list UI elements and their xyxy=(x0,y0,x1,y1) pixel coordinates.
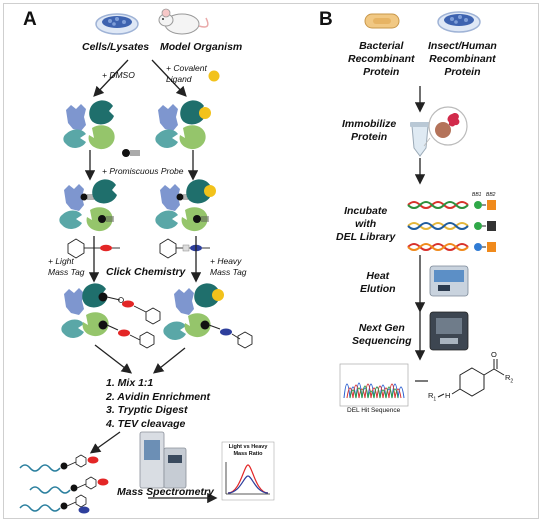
arrow xyxy=(94,344,133,374)
ratio-plot-title: Light vs Heavy Mass Ratio xyxy=(228,444,268,457)
oxygen-label: O xyxy=(491,350,497,359)
step-1: 1. Mix 1:1 xyxy=(106,377,154,389)
bb2-label: BB2 xyxy=(486,192,496,198)
ratio-plot xyxy=(221,441,275,501)
agar-plate-icon xyxy=(364,13,400,29)
protein-cluster-dmso xyxy=(63,100,115,150)
probe-icon xyxy=(122,149,140,157)
chromatogram xyxy=(339,363,409,407)
incubate-label: Incubate with DEL Library xyxy=(336,205,396,243)
heat-block-icon xyxy=(429,265,469,297)
r1-label: R1 xyxy=(428,391,437,403)
petri-dish-icon-b xyxy=(437,11,481,33)
mouse-icon xyxy=(158,8,209,35)
hit-structure xyxy=(437,359,505,398)
arrow xyxy=(89,431,121,454)
step-3: 3. Tryptic Digest xyxy=(106,404,188,416)
figure-frame xyxy=(3,3,539,519)
workup-steps: 1. Mix 1:1 2. Avidin Enrichment 3. Trypt… xyxy=(106,377,210,431)
protein-cluster-probe-left xyxy=(59,179,117,232)
light-mass-tag-label: + Light Mass Tag xyxy=(48,256,85,277)
immobilize-label: Immobilize Protein xyxy=(342,118,397,143)
heavy-mass-tag-label: + Heavy Mass Tag xyxy=(210,256,247,277)
source-organism-label: Model Organism xyxy=(160,41,243,53)
panel-b-letter: B xyxy=(319,9,333,30)
labeled-peptides xyxy=(19,454,109,514)
tube-icon xyxy=(410,122,430,157)
covalent-ligand-label: + Covalent Ligand xyxy=(166,63,207,84)
mass-spec-label: Mass Spectrometry xyxy=(117,486,214,498)
protein-cluster-light-tagged xyxy=(61,283,161,349)
bead-zoom-icon xyxy=(423,106,468,147)
ligand-dot xyxy=(208,70,220,82)
click-chemistry-label: Click Chemistry xyxy=(106,266,186,278)
arrow xyxy=(152,347,186,374)
arrow xyxy=(93,59,129,97)
bacterial-protein-label: Bacterial Recombinant Protein xyxy=(348,40,415,78)
protein-cluster-ligand xyxy=(155,100,211,150)
protein-cluster-probe-right xyxy=(155,179,216,232)
step-4: 4. TEV cleavage xyxy=(106,417,186,430)
panel-a-letter: A xyxy=(23,9,37,30)
step-2: 2. Avidin Enrichment xyxy=(106,390,211,403)
heavy-mass-tag-structure xyxy=(159,238,210,259)
r2-label: R2 xyxy=(505,373,514,385)
arrow xyxy=(151,59,187,97)
del-hit-sequence-label: DEL Hit Sequence xyxy=(347,407,401,414)
heat-elution-label: Heat Elution xyxy=(360,270,396,295)
promiscuous-probe-label: + Promiscuous Probe xyxy=(102,166,184,176)
bb1-label: BB1 xyxy=(472,192,482,198)
light-mass-tag-structure xyxy=(67,238,120,259)
source-cells-label: Cells/Lysates xyxy=(82,41,150,53)
mass-spectrometer-icon xyxy=(139,431,187,489)
petri-dish-icon xyxy=(95,13,139,35)
sequencer-icon xyxy=(429,311,469,351)
insect-human-protein-label: Insect/Human Recombinant Protein xyxy=(428,40,497,78)
protein-cluster-heavy-tagged xyxy=(163,283,253,349)
nh-label: H xyxy=(445,391,451,400)
ngs-label: Next Gen Sequencing xyxy=(352,322,412,347)
dmso-label: + DMSO xyxy=(102,70,135,80)
del-library-dna xyxy=(407,200,496,252)
